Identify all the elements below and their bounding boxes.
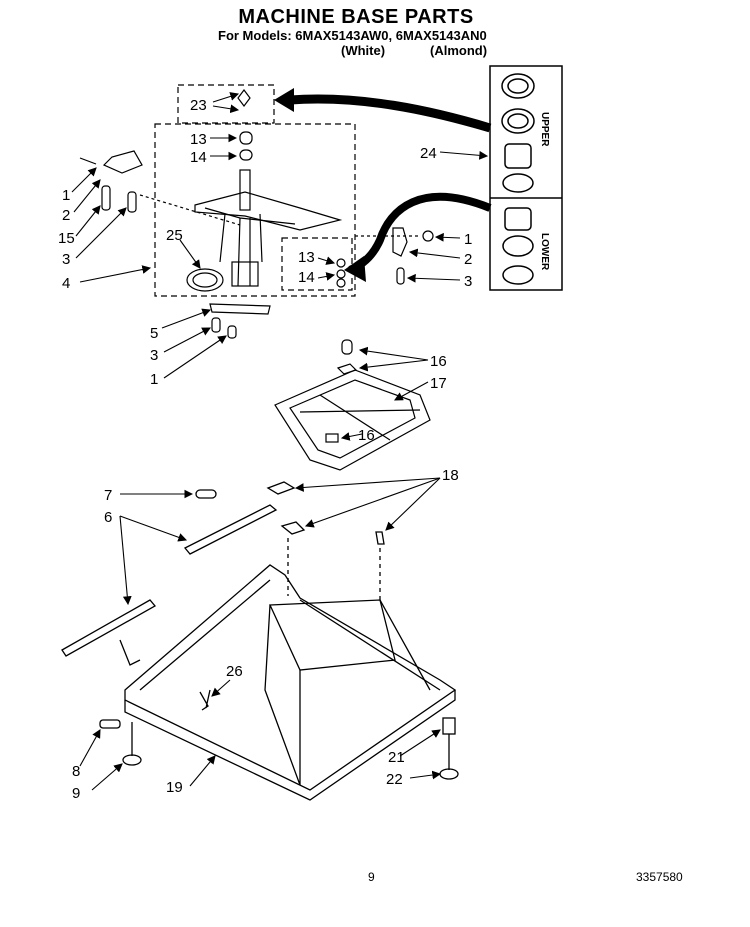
gearcase-housing [194,191,343,231]
callout-25: 25 [166,227,183,244]
callout-numbers: 23 13 14 1 2 15 3 25 4 24 1 2 3 13 14 5 … [58,97,472,802]
callout-7: 7 [104,487,112,504]
lower-label: LOWER [539,233,550,271]
callout-13: 13 [190,131,207,148]
foot-pad-right [439,768,459,780]
page-number: 9 [368,870,375,884]
left-fastener-parts [79,150,241,226]
bumper-part [195,489,217,499]
part-number: 3357580 [636,870,683,884]
gearcase-lower [231,261,259,287]
callout-19: 19 [166,779,183,796]
callout-8: 8 [72,763,80,780]
seal-kit-outer-box [489,65,563,291]
callout-22: 22 [386,771,403,788]
base-frame-assembly [61,481,459,801]
callout-23: 23 [190,97,207,114]
snubber-part [266,481,296,495]
callout-3: 3 [62,251,70,268]
callout-1-lower: 1 [150,371,158,388]
models-line: For Models: 6MAX5143AW0, 6MAX5143AN0 [218,28,487,43]
machine-base [124,564,457,791]
seal-ring [186,268,224,292]
callout-16-lower: 16 [358,427,375,444]
seal-kit-panel [489,65,563,291]
hub-part [237,89,251,107]
clip-part-26 [199,689,211,711]
rail-part-lower [61,599,156,657]
callout-26: 26 [226,663,243,680]
callout-5: 5 [150,325,158,342]
callout-3-right: 3 [464,273,472,290]
drive-frame [274,369,431,471]
rail-part [183,504,278,555]
callout-18: 18 [442,467,459,484]
color-white: (White) [341,43,386,58]
leg-bolt-right [442,717,456,735]
callout-1: 1 [62,187,70,204]
drive-frame-assembly [274,339,431,471]
callout-14-right: 14 [298,269,315,286]
callout-17: 17 [430,375,447,392]
callout-24: 24 [420,145,437,162]
color-almond: (Almond) [430,43,488,58]
spring-part [101,185,111,211]
page-title: MACHINE BASE PARTS [238,6,474,28]
bearing-group-box [281,237,353,291]
callout-14: 14 [190,149,207,166]
bracket-part [102,150,143,174]
gearcase-group-box [154,123,356,297]
bushing-part [239,131,253,145]
lower-lever-parts [209,303,271,339]
hub-group-box [177,84,275,124]
gearcase-assembly [154,84,356,297]
upper-label: UPPER [539,112,550,147]
leader-lines [71,92,489,791]
callout-13-right: 13 [298,249,315,266]
drive-shaft [239,169,251,211]
callout-1-right: 1 [464,231,472,248]
callout-2-right: 2 [464,251,472,268]
callout-2: 2 [62,207,70,224]
clip-part [341,339,353,355]
upper-kit-arrow [289,94,492,133]
leg-bolt-left [99,719,121,729]
callout-4: 4 [62,275,70,292]
callout-15: 15 [58,230,75,247]
foot-pad-left [122,754,142,766]
callout-9: 9 [72,785,80,802]
callout-16: 16 [430,353,447,370]
lever-part [209,303,271,315]
callout-6: 6 [104,509,112,526]
base-tub-support [269,599,396,671]
washer-part [239,149,253,161]
callout-3-lower: 3 [150,347,158,364]
callout-21: 21 [388,749,405,766]
right-fastener-parts [355,227,434,285]
screw-part [79,157,97,165]
